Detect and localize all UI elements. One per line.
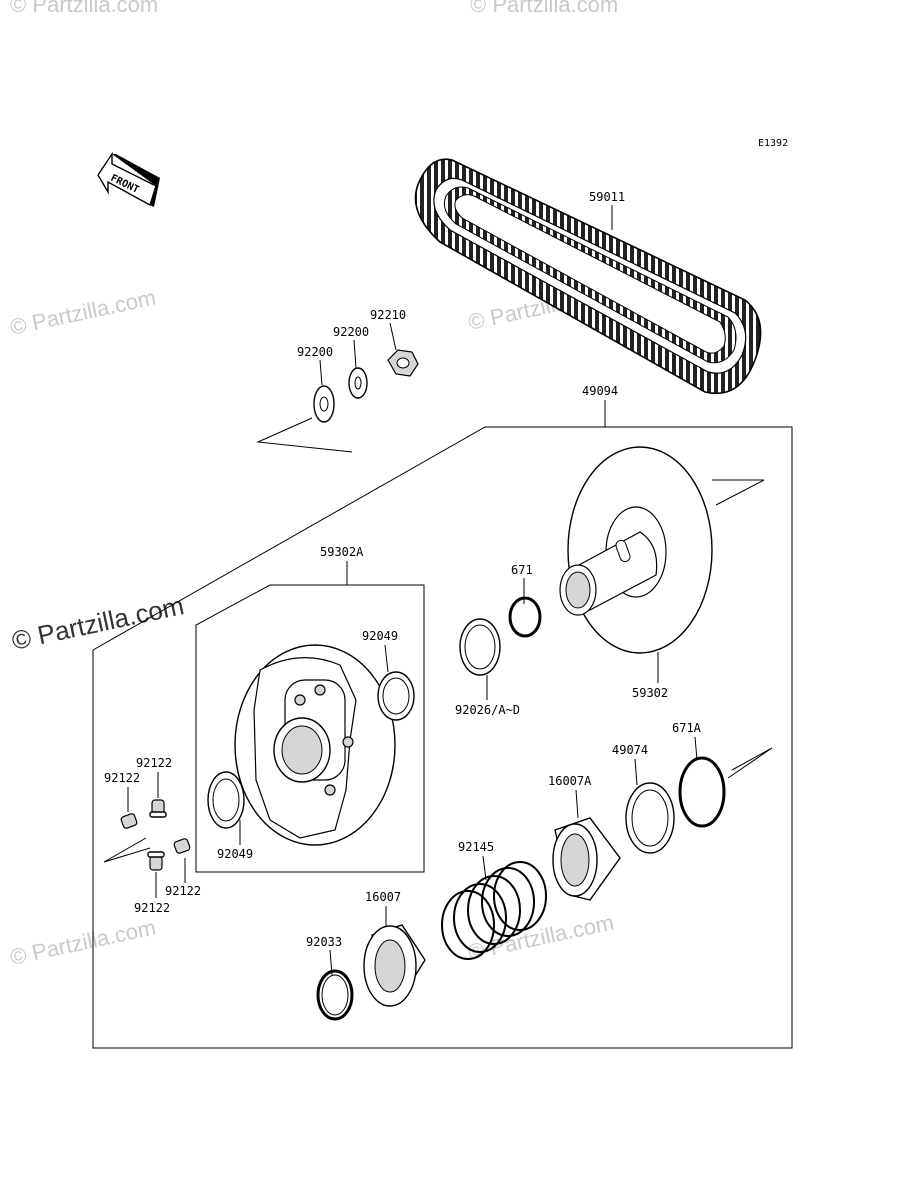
label-59302A: 59302A bbox=[320, 545, 364, 559]
axis-line-top bbox=[256, 417, 353, 453]
fixed-sheave-59302A bbox=[234, 644, 396, 846]
assembly-outline-49094 bbox=[92, 426, 793, 1049]
washer-92200-upper bbox=[348, 367, 368, 399]
label-92122-c: 92122 bbox=[165, 884, 201, 898]
label-49094: 49094 bbox=[582, 384, 618, 398]
slider-92122-b bbox=[120, 813, 138, 829]
label-671: 671 bbox=[511, 563, 533, 577]
label-92200-upper: 92200 bbox=[333, 325, 369, 339]
label-92122-b: 92122 bbox=[104, 771, 140, 785]
movable-sheave-59302 bbox=[559, 446, 765, 654]
cam-16007A bbox=[552, 817, 621, 901]
leader-92210 bbox=[389, 322, 397, 351]
washer-92200-lower bbox=[313, 385, 335, 423]
front-arrow-icon: FRONT bbox=[97, 151, 160, 207]
label-92049-upper: 92049 bbox=[362, 629, 398, 643]
bearing-92049-lower bbox=[207, 771, 245, 829]
o-ring-671A bbox=[678, 756, 726, 828]
cam-16007 bbox=[363, 924, 426, 1007]
label-92122-a: 92122 bbox=[136, 756, 172, 770]
leader-671A bbox=[694, 736, 698, 761]
leader-92200-upper bbox=[353, 339, 357, 369]
hex-nut-92210 bbox=[387, 349, 419, 377]
leader-92049-upper bbox=[384, 644, 389, 673]
leader-49074 bbox=[634, 758, 638, 786]
slider-92122-a bbox=[149, 799, 167, 818]
spring-92145 bbox=[441, 861, 547, 960]
label-16007: 16007 bbox=[365, 890, 401, 904]
o-ring-671 bbox=[508, 596, 542, 638]
label-49074: 49074 bbox=[612, 743, 648, 757]
watermark-top-center: © Partzilla.com bbox=[470, 0, 618, 17]
bearing-92049-upper bbox=[377, 671, 415, 721]
slider-92122-d bbox=[147, 851, 165, 871]
label-92122-d: 92122 bbox=[134, 901, 170, 915]
label-59302: 59302 bbox=[632, 686, 668, 700]
circlip-92033 bbox=[316, 969, 354, 1021]
leader-92145 bbox=[482, 855, 487, 881]
label-16007A: 16007A bbox=[548, 774, 592, 788]
label-92145: 92145 bbox=[458, 840, 494, 854]
label-92049-lower: 92049 bbox=[217, 847, 253, 861]
diagram-code: E1392 bbox=[758, 138, 788, 149]
leader-92200-lower bbox=[319, 359, 323, 386]
label-92033: 92033 bbox=[306, 935, 342, 949]
shim-92026 bbox=[459, 618, 501, 676]
subassembly-outline-59302A bbox=[195, 584, 425, 873]
watermark-top-left: © Partzilla.com bbox=[10, 0, 158, 17]
watermark-left: © Partzilla.com bbox=[8, 285, 158, 340]
label-92200-lower: 92200 bbox=[297, 345, 333, 359]
label-59011: 59011 bbox=[589, 190, 625, 204]
axis-line-right bbox=[727, 747, 773, 779]
axis-line-left bbox=[103, 837, 151, 863]
slider-92122-c bbox=[173, 838, 191, 854]
label-92026: 92026/A~D bbox=[455, 703, 520, 717]
label-671A: 671A bbox=[672, 721, 702, 735]
watermark-bottom-left: © Partzilla.com bbox=[8, 915, 158, 970]
watermark-main: © Partzilla.com bbox=[9, 590, 187, 656]
leader-16007A bbox=[575, 789, 579, 819]
drive-belt bbox=[414, 158, 762, 394]
label-92210: 92210 bbox=[370, 308, 406, 322]
washer-49074 bbox=[625, 782, 675, 854]
